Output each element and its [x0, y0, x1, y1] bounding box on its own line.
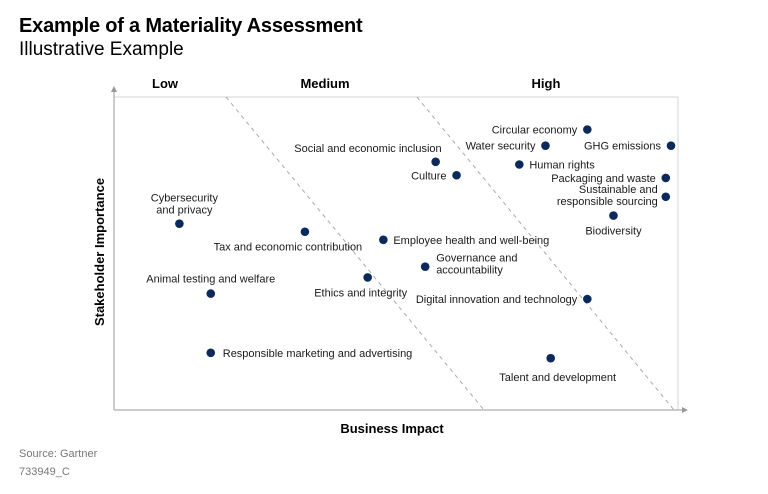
data-point [206, 348, 216, 358]
source-note: Source: Gartner [19, 448, 98, 460]
data-point [661, 173, 671, 183]
data-point [609, 211, 618, 220]
y-axis-arrow [111, 86, 117, 92]
data-point-label: Employee health and well-being [393, 235, 549, 247]
data-point-label: Water security [466, 141, 536, 153]
data-point [546, 353, 556, 363]
data-point [363, 273, 372, 282]
data-point [583, 294, 592, 304]
data-point-label: Talent and development [499, 372, 616, 384]
data-point-label: Digital innovation and technology [416, 294, 578, 306]
data-point-label: Circular economy [492, 125, 578, 137]
data-point-label: Culture [411, 170, 446, 182]
data-point-label: Biodiversity [585, 226, 642, 238]
data-point [300, 227, 310, 237]
zone-divider-medium-high [416, 96, 675, 411]
data-point-label: Social and economic inclusion [294, 143, 441, 155]
zone-divider-low-medium [225, 96, 485, 411]
data-point-label: Responsible marketing and advertising [223, 348, 413, 360]
data-point [515, 160, 524, 169]
y-axis-label: Stakeholder Importance [92, 178, 107, 326]
data-point [420, 262, 430, 272]
data-point-label: Human rights [529, 159, 595, 171]
data-point [175, 219, 184, 228]
zone-label-low: Low [152, 76, 179, 91]
x-axis-label: Business Impact [340, 421, 444, 436]
chart-title: Example of a Materiality Assessment [19, 15, 363, 37]
x-axis-arrow [682, 407, 688, 413]
zone-label-medium: Medium [300, 76, 349, 91]
zone-label-high: High [532, 76, 561, 91]
document-id: 733949_C [19, 466, 70, 478]
data-point-label: Animal testing and welfare [146, 274, 275, 286]
data-point [583, 125, 592, 134]
data-point [541, 141, 550, 150]
data-point-label: Packaging and waste [551, 173, 656, 185]
data-point [452, 170, 461, 180]
data-point [431, 157, 440, 167]
data-point [661, 192, 671, 202]
data-point-label: GHG emissions [584, 141, 662, 153]
data-point [206, 289, 216, 298]
data-point [666, 141, 676, 150]
chart-subtitle: Illustrative Example [19, 39, 184, 60]
data-point-label: Ethics and integrity [314, 287, 407, 299]
data-point-label: Tax and economic contribution [214, 242, 363, 254]
data-point [379, 235, 388, 245]
